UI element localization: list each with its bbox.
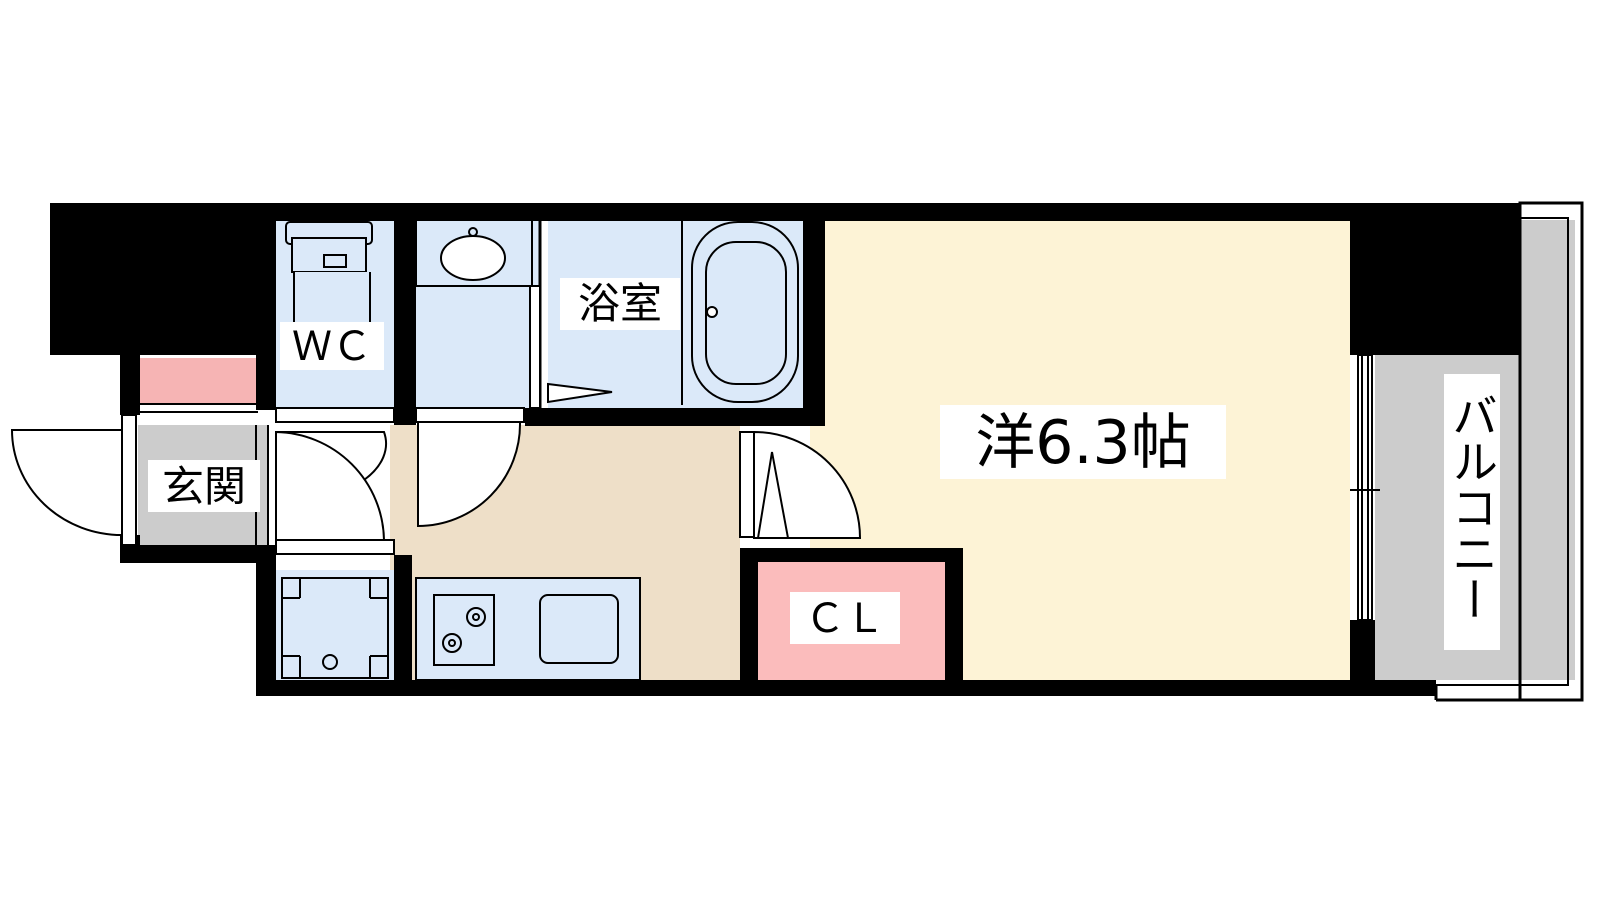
top-wall xyxy=(50,203,1520,221)
top-left-wall-block xyxy=(50,205,276,355)
washroom-cabinet xyxy=(529,285,541,409)
balcony-label-bg xyxy=(1444,374,1500,650)
washer-door-frame xyxy=(275,539,395,555)
wc-door-swing xyxy=(276,431,387,481)
closet-door xyxy=(756,451,790,539)
closet-top-wall xyxy=(740,548,960,562)
bath-label: 浴室 xyxy=(578,279,662,328)
shoe-box xyxy=(138,358,258,404)
wc-label-bg xyxy=(280,322,384,370)
sink-icon xyxy=(415,219,533,287)
bath-right-wall xyxy=(803,205,825,425)
washer-space xyxy=(276,570,394,680)
washroom-door-frame xyxy=(415,407,525,423)
room-right-wall-upper xyxy=(1350,205,1375,355)
front-door-swing xyxy=(10,429,123,537)
washer-door-swing xyxy=(275,430,386,541)
wc-door-frame xyxy=(275,407,395,423)
bathtub-icon xyxy=(691,221,799,403)
stove-icon xyxy=(433,594,495,666)
entrance-bottom-wall xyxy=(120,545,275,563)
balcony-label: バルコニー xyxy=(1445,392,1499,622)
western-room-label: 洋6.3帖 xyxy=(975,408,1190,478)
bath-label-bg xyxy=(560,278,680,330)
entrance-top-wall xyxy=(120,355,140,415)
washer-left-wall xyxy=(256,555,276,695)
top-right-wall-block xyxy=(1350,205,1520,355)
front-door-jamb xyxy=(121,414,137,546)
bath-bottom-wall xyxy=(525,408,825,426)
wc-label: ＷＣ xyxy=(292,324,372,370)
entrance-label-bg xyxy=(148,460,260,512)
bath-door xyxy=(547,382,613,404)
washer-right-wall xyxy=(394,555,412,695)
closet-label-bg xyxy=(790,592,900,644)
room-door-jamb xyxy=(739,431,755,538)
entrance-label: 玄関 xyxy=(162,462,246,511)
washroom-door-swing xyxy=(417,421,522,528)
kitchen-closet-wall xyxy=(740,548,758,694)
closet-right-wall xyxy=(945,548,963,694)
room-right-wall-lower xyxy=(1350,620,1375,695)
balcony-window-frame xyxy=(1357,354,1373,621)
kitchen-sink-icon xyxy=(539,594,619,664)
wc-washroom-wall xyxy=(394,205,416,425)
closet-label: ＣＬ xyxy=(805,596,885,642)
bottom-wall xyxy=(256,680,1436,696)
washer-icon xyxy=(281,577,389,679)
wc-left-wall xyxy=(256,205,276,410)
western-room-label-bg xyxy=(940,405,1226,479)
